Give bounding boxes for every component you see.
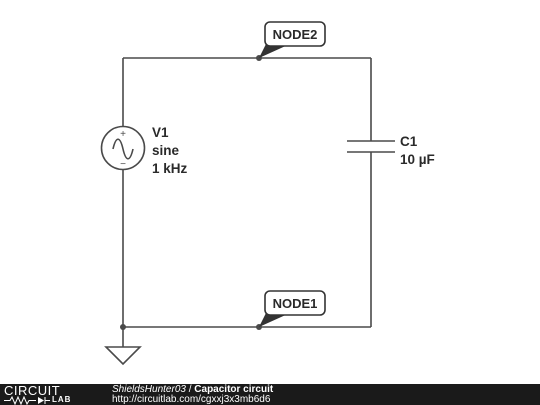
source-minus-sign: −: [120, 159, 126, 170]
logo-circuit-text: CIRCUIT: [4, 383, 61, 398]
ground-symbol: [104, 346, 142, 366]
circuitlab-logo[interactable]: CIRCUIT LAB: [4, 384, 92, 405]
node-tag-node1[interactable]: NODE1: [259, 290, 326, 327]
circuit-schematic: + − V1 sine 1 kHz C1 10 µF NODE2 NODE1: [100, 21, 435, 366]
node-tag-node2[interactable]: NODE2: [259, 21, 326, 58]
circuit-url-link[interactable]: http://circuitlab.com/cgxxj3x3mb6d6: [112, 394, 271, 405]
node2-label: NODE2: [273, 27, 318, 42]
capacitor-name-label: C1: [400, 134, 418, 149]
credit-line: ShieldsHunter03 / Capacitor circuit: [112, 385, 273, 395]
source-plus-sign: +: [120, 129, 126, 140]
capacitor-c1[interactable]: [347, 140, 395, 153]
logo-resistor-icon: [4, 396, 50, 405]
capacitor-value-label: 10 µF: [400, 152, 435, 167]
footer-bar: CIRCUIT LAB ShieldsHunter03 / Capacitor …: [0, 384, 540, 405]
source-frequency-label: 1 kHz: [152, 161, 188, 176]
circuit-title: Capacitor circuit: [194, 384, 274, 395]
credit-separator: /: [185, 384, 195, 395]
logo-lab-text: LAB: [52, 395, 72, 404]
junction-dot-ground: [120, 324, 126, 330]
node1-label: NODE1: [273, 296, 318, 311]
source-type-label: sine: [152, 143, 180, 158]
source-name-label: V1: [152, 125, 169, 140]
voltage-source-v1[interactable]: + −: [100, 125, 146, 171]
author-name[interactable]: ShieldsHunter03: [112, 384, 186, 395]
